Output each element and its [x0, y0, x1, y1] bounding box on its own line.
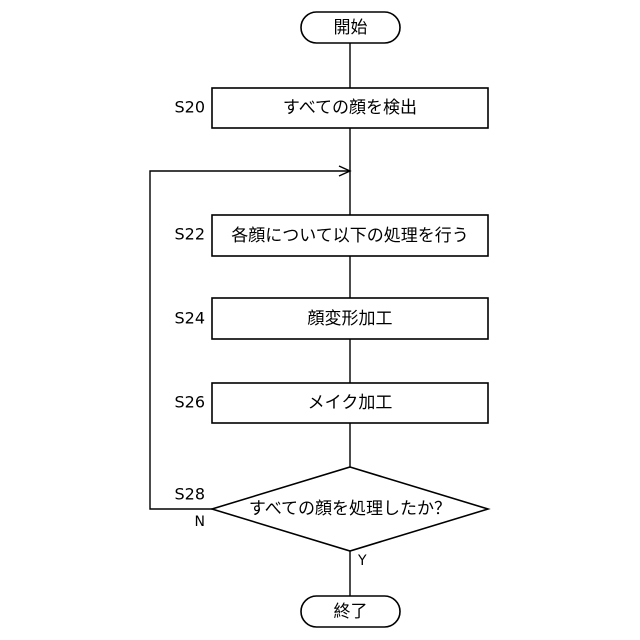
step-id-s22: S22 — [174, 225, 205, 244]
step-id-s26: S26 — [174, 393, 205, 412]
decision-label-s28: すべての顔を処理したか？ — [249, 499, 451, 519]
step-id-s20: S20 — [174, 98, 205, 117]
process-label-s26: メイク加工 — [308, 393, 393, 413]
process-label-s22: 各顔について以下の処理を行う — [231, 226, 469, 246]
end-label: 終了 — [334, 602, 368, 622]
process-label-s20: すべての顔を検出 — [283, 98, 417, 118]
process-label-s24: 顔変形加工 — [308, 309, 393, 329]
start-label: 開始 — [334, 18, 368, 38]
decision-no-label: N — [195, 514, 205, 530]
decision-yes-label: Y — [357, 553, 367, 569]
step-id-s28: S28 — [174, 485, 205, 504]
step-id-s24: S24 — [174, 309, 205, 328]
